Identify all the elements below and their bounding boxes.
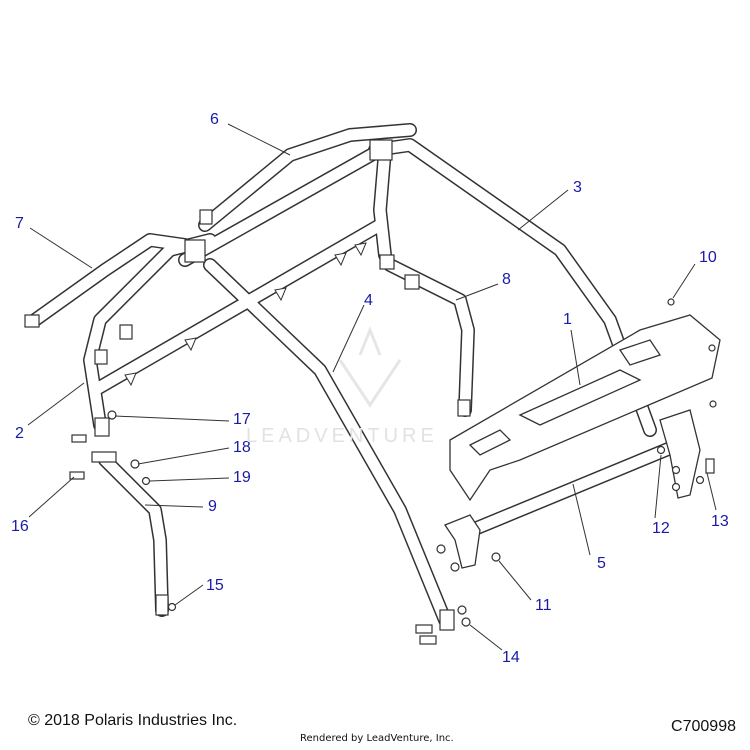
rail-clamps (24, 139, 420, 365)
watermark-logo (338, 325, 402, 408)
callout-14: 14 (502, 649, 520, 666)
watermark-text: LEADVENTURE (246, 425, 438, 447)
mounting-feet (91, 399, 471, 631)
callout-10: 10 (699, 249, 717, 266)
callout-9: 9 (208, 498, 217, 515)
leader-lines (27, 123, 717, 651)
callout-12: 12 (652, 520, 670, 537)
callout-11: 11 (535, 597, 552, 614)
callout-13: 13 (711, 513, 729, 530)
dash-panel-1 (449, 314, 721, 502)
callout-7: 7 (15, 215, 24, 232)
hardware (69, 298, 717, 645)
callout-18: 18 (233, 439, 251, 456)
callout-2: 2 (15, 425, 24, 442)
diagram-code: C700998 (671, 718, 736, 735)
callout-8: 8 (502, 271, 511, 288)
lower-brackets (444, 409, 701, 569)
callout-4: 4 (364, 292, 373, 309)
callout-15: 15 (206, 577, 224, 594)
rendered-by-text: Rendered by LeadVenture, Inc. (300, 733, 454, 744)
callout-3: 3 (573, 179, 582, 196)
callout-19: 19 (233, 469, 251, 486)
cross-bar-tabs (124, 242, 367, 387)
copyright-text: © 2018 Polaris Industries Inc. (28, 712, 238, 729)
callout-6: 6 (210, 111, 219, 128)
callout-17: 17 (233, 411, 251, 428)
callout-5: 5 (597, 555, 606, 572)
callout-1: 1 (563, 311, 572, 328)
callout-16: 16 (11, 518, 29, 535)
